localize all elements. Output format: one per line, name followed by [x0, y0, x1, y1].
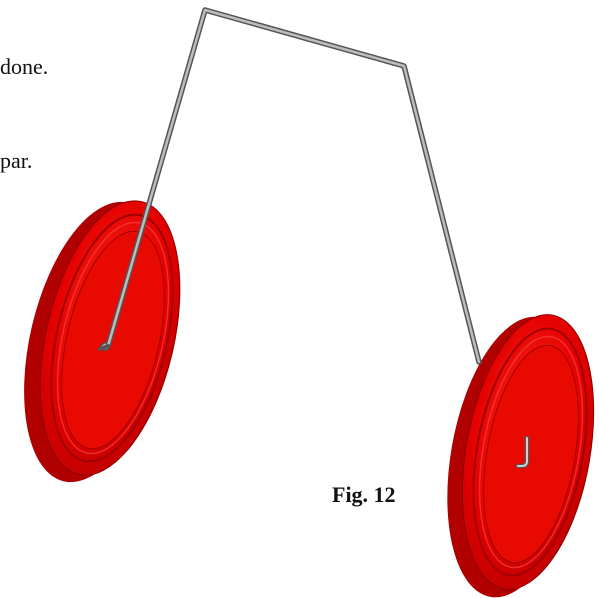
text-fragment-done: done.: [0, 54, 49, 79]
figure-caption: Fig. 12: [332, 482, 396, 507]
axle-hook-left: [98, 344, 110, 351]
left-wheel: [24, 200, 181, 483]
text-fragment-par: par.: [0, 148, 33, 173]
right-wheel: [447, 314, 595, 598]
bent-rod: [98, 7, 482, 365]
